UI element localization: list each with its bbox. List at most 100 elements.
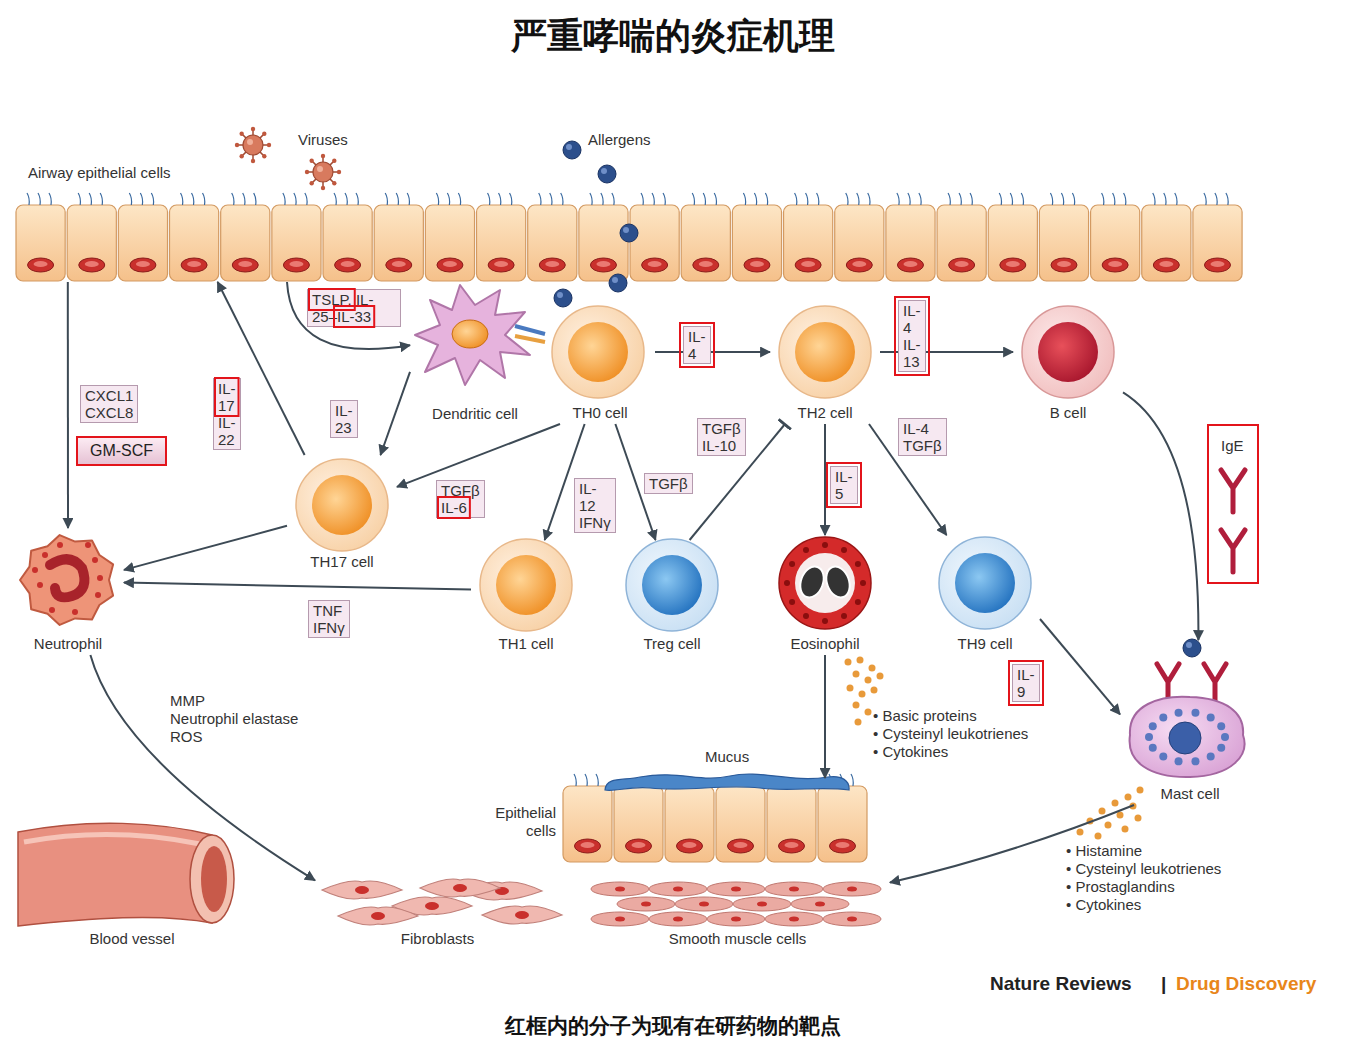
ige-antibody [1221,530,1245,572]
annotation: • Prostaglandins [1066,878,1175,896]
annotation: Neutrophil elastase [170,710,298,728]
cell-label: Neutrophil [34,635,102,653]
cilium [254,193,256,205]
allergen [609,274,627,292]
neutrophil-granule [72,609,78,615]
cell-node: TH0 cell [545,302,655,424]
cell-nucleus [1204,258,1230,272]
mast-granule [1191,757,1199,765]
cell-nucleus [335,258,361,272]
cell-nucleus [386,258,412,272]
smooth-muscle-nucleus [615,887,625,892]
eosinophil-granule [841,613,847,619]
epithelial-cell [528,205,577,281]
fibroblast-nucleus [453,884,467,892]
virus-body [243,135,263,155]
virus-spike-tip [332,181,336,185]
smooth-muscle-cell [649,882,707,896]
cilium [129,193,131,205]
cytokine-label: IL-4 [683,326,711,364]
virus-spike-tip [321,154,325,158]
cell-label: Mast cell [1160,785,1219,803]
cilium [999,193,1001,205]
virus-body [313,162,333,182]
allergen [1183,639,1201,657]
virus-spike-tip [267,143,271,147]
connector [824,655,826,778]
cell-label: TH1 cell [498,635,553,653]
eosinophil-lobe [796,563,828,601]
cell-node: Dendritic cell [410,285,540,425]
dendritic-cell-body [415,285,530,385]
smooth-muscle-cell [733,897,791,911]
smooth-muscle-cell [591,882,649,896]
annotation: • Basic proteins [873,707,977,725]
cytokine-label: TSLP, IL-25–IL-33 [307,289,401,327]
cilium [499,193,501,205]
nucleus-highlight [545,261,559,267]
fibroblast-nucleus [355,886,369,894]
mast-granule [1175,757,1183,765]
cell-nucleus [897,258,923,272]
cell-nucleus [232,258,258,272]
mast-cell-body [1130,697,1245,777]
cilium [539,193,541,205]
virus-spike-tip [251,159,255,163]
cilium [970,193,972,205]
lymphocyte-nucleus [496,555,556,615]
virus-spike-tip [337,170,341,174]
cytokine-label: IL-12 IFNγ [574,478,616,533]
cytokine-label: IL-4 IL-13 [898,300,926,372]
nucleus-highlight [392,261,406,267]
nucleus-highlight [1108,261,1122,267]
cell-node: Neutrophil [12,528,124,655]
annotation: • Histamine [1066,842,1142,860]
smooth-muscle-nucleus [789,887,799,892]
mast-granule [1159,713,1167,721]
cilium [243,193,245,205]
cell-node: TH2 cell [770,302,880,424]
virus-highlight [317,166,323,172]
title: 严重哮喘的炎症机理 [0,14,1346,58]
cilium [436,193,438,205]
nucleus-highlight [683,842,697,848]
eosinophil-granule [822,542,828,548]
released-granule [1135,815,1142,822]
allergen-highlight [566,144,572,150]
cilium [897,193,899,205]
smooth-muscle-cell [617,897,675,911]
eosinophil-granule [784,580,790,586]
cilium [1113,193,1115,205]
epithelial-cell [886,205,935,281]
smooth-muscle-cell [591,912,649,926]
eosinophil-granule [803,613,809,619]
cilium [585,774,587,786]
epithelial-cell [818,786,867,862]
cilium [1102,193,1104,205]
allergen-highlight [623,227,629,233]
cell-node: Blood vessel [12,815,252,950]
cell-nucleus [575,839,601,853]
cell-nucleus [1000,258,1026,272]
eosinophil-granule [822,618,828,624]
nucleus-highlight [750,261,764,267]
cytokine-label: IL-23 [330,400,358,438]
cilium [919,193,921,205]
epithelial-cell [118,205,167,281]
epithelial-cell [374,205,423,281]
nucleus-highlight [187,261,201,267]
released-granule [1125,794,1132,801]
cell-node: Fibroblasts [315,875,560,950]
released-granule [1105,822,1112,829]
released-granule [853,702,860,709]
cell-nucleus [539,258,565,272]
cilium [641,193,643,205]
cytokine-label: IL-17 IL-22 [213,378,241,450]
cell-node: Smooth muscle cells [585,875,890,950]
cell-nucleus [1102,258,1128,272]
mast-granule [1221,733,1229,741]
cilium [447,193,449,205]
cilium [1153,193,1155,205]
eosinophil-granule [803,547,809,553]
nucleus-highlight [1210,261,1224,267]
